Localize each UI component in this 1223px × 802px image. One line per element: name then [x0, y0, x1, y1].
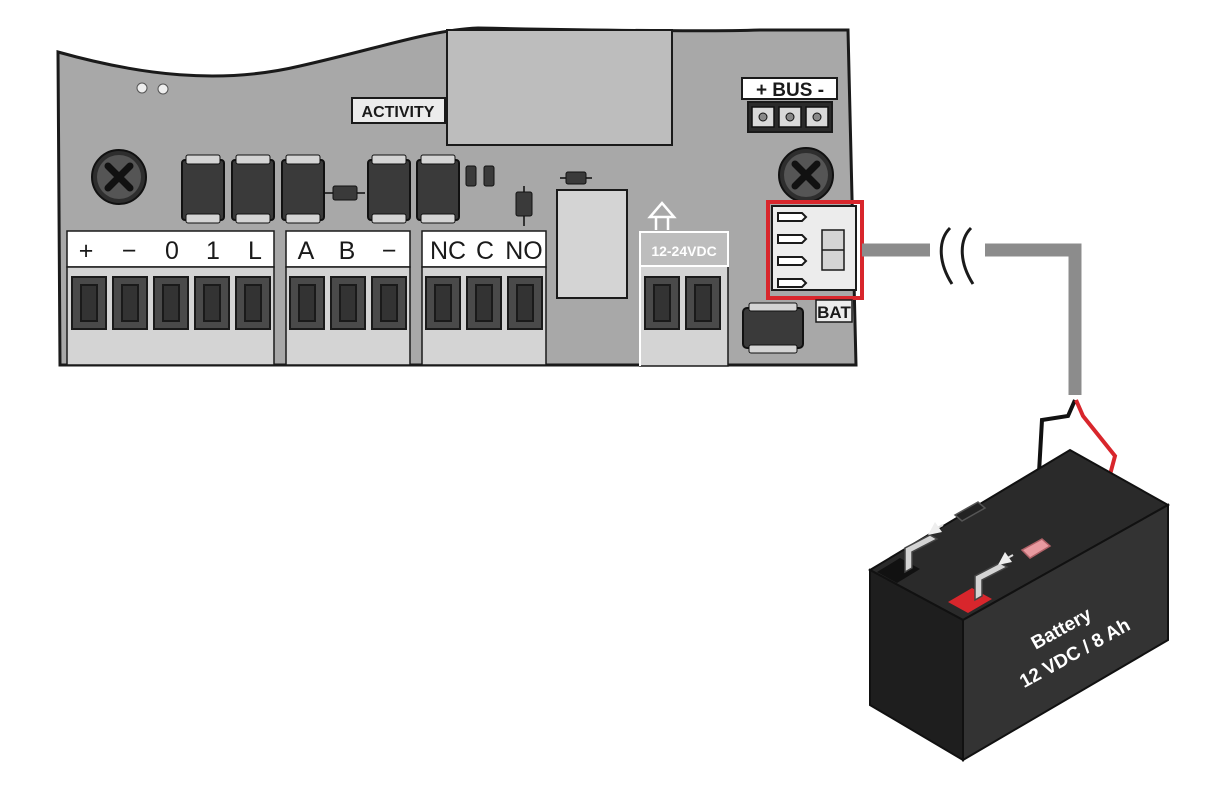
terminal-screws [289, 276, 407, 330]
negative-connector-icon [904, 501, 987, 574]
power-input-arrow-icon [647, 201, 677, 230]
bus-label: + BUS - [756, 80, 824, 101]
positive-connector-icon [974, 538, 1052, 602]
smd-components [181, 154, 804, 354]
cable-break-icon [939, 226, 975, 285]
terminal-label: C [476, 237, 494, 265]
activity-label: ACTIVITY [351, 97, 446, 124]
terminal-label: L [248, 237, 262, 265]
terminal-label: − [382, 237, 397, 265]
bus-connector[interactable]: + BUS - [741, 77, 838, 133]
battery: Battery 12 VDC / 8 Ah [867, 448, 1171, 762]
activity-label-text: ACTIVITY [362, 104, 435, 121]
bat-connector-pins [777, 212, 808, 288]
terminal-block-power-supply[interactable]: 12-24VDC [639, 201, 729, 367]
terminal-screws [644, 276, 721, 330]
terminal-block-relay[interactable]: NC C NO [421, 230, 547, 366]
terminal-block-bus-ab[interactable]: A B − [285, 230, 411, 366]
led-icon [136, 82, 148, 94]
terminal-label: NO [505, 237, 543, 265]
battery-side [962, 503, 1169, 762]
terminal-label: − [122, 237, 137, 265]
terminal-label: A [298, 237, 315, 265]
screw-right-icon [778, 147, 834, 203]
terminal-screws [71, 276, 271, 330]
relay-block [556, 189, 628, 299]
activity-window [446, 29, 673, 146]
terminal-screws [425, 276, 543, 330]
bat-label: BAT [817, 303, 851, 322]
screw-left-icon [91, 149, 147, 205]
terminal-label: B [339, 237, 356, 265]
terminal-label: 1 [206, 237, 220, 265]
terminal-label: 0 [165, 237, 179, 265]
led-icon [157, 83, 169, 95]
terminal-label: NC [430, 237, 466, 265]
control-board: ACTIVITY + BUS - [56, 26, 864, 367]
bus-pins [751, 106, 829, 128]
bat-connector[interactable]: BAT [766, 200, 864, 323]
terminal-block-power-inputs[interactable]: + − 0 1 L [66, 230, 275, 366]
terminal-label: + [79, 237, 94, 265]
power-label: 12-24VDC [651, 243, 716, 259]
